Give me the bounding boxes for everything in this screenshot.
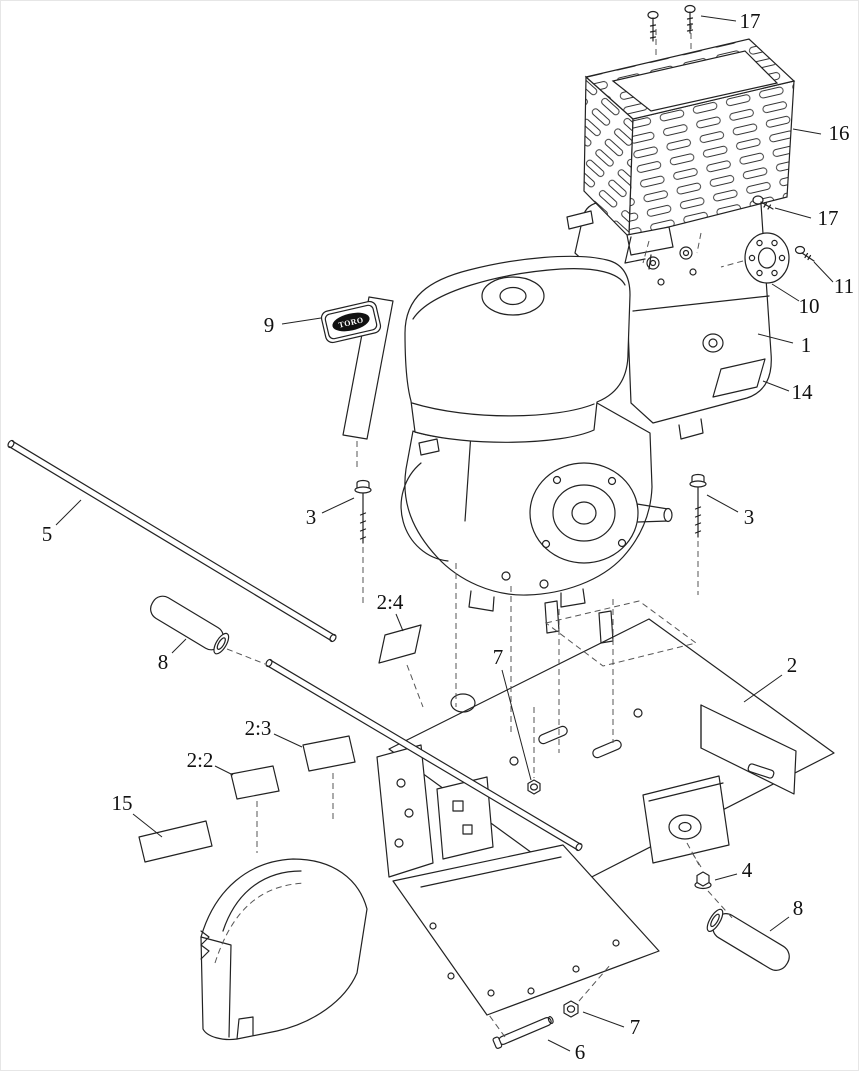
callout-15: 15	[112, 791, 133, 815]
mount-bolt-right	[689, 473, 707, 538]
crank-face	[529, 462, 639, 564]
callout-leader-lines	[55, 15, 834, 1052]
decal-15	[138, 820, 213, 863]
debris-screen	[583, 38, 796, 270]
callout-8-right: 8	[793, 896, 804, 920]
callout-8-left: 8	[158, 650, 169, 674]
flange-nut	[694, 871, 712, 890]
callout-2-3: 2:3	[245, 716, 272, 740]
grip-right	[706, 908, 790, 971]
callout-11: 11	[834, 274, 854, 298]
callout-6: 6	[575, 1040, 586, 1064]
callout-labels: 17 16 17 11 10 1 14 9 3 3 5 8 2:4 7 2 2:…	[42, 9, 854, 1064]
callout-4: 4	[742, 858, 753, 882]
mount-bolt-left	[354, 479, 372, 544]
callout-1: 1	[801, 333, 812, 357]
callout-3-left: 3	[306, 505, 317, 529]
output-flange	[744, 232, 790, 284]
callout-16: 16	[829, 121, 850, 145]
frame	[376, 618, 835, 886]
decal-14	[712, 358, 766, 398]
decal-2-3	[302, 735, 356, 772]
callout-17-top: 17	[740, 9, 761, 33]
decal-backing-9	[342, 296, 394, 440]
callout-2-2: 2:2	[187, 748, 214, 772]
callout-5: 5	[42, 522, 53, 546]
callout-2-4: 2:4	[377, 590, 404, 614]
callout-9: 9	[264, 313, 275, 337]
callout-3-right: 3	[744, 505, 755, 529]
grip-left	[150, 595, 230, 655]
fuel-tank	[404, 255, 631, 443]
engine	[400, 188, 815, 644]
callout-2: 2	[787, 653, 798, 677]
small-bolt-11	[794, 245, 815, 262]
crankshaft	[636, 503, 673, 523]
lock-nut-lower	[563, 1000, 579, 1018]
callout-10: 10	[799, 294, 820, 318]
fender	[200, 858, 368, 1041]
assembly-guide-lines	[214, 23, 744, 1038]
callout-17-side: 17	[818, 206, 839, 230]
screen-screws-top	[647, 4, 696, 42]
fuel-cap	[481, 276, 545, 316]
callout-7-lower: 7	[630, 1015, 641, 1039]
handle-tube-lower	[265, 658, 583, 852]
callout-7-upper: 7	[493, 645, 504, 669]
decal-2-4	[378, 624, 422, 664]
brand-decal: TORO	[320, 300, 382, 344]
callout-14: 14	[792, 380, 814, 404]
screen-screw-side	[752, 195, 774, 210]
lock-nut-upper	[527, 779, 541, 795]
lower-plate	[392, 844, 660, 1016]
clevis-pin	[492, 1016, 554, 1049]
decal-2-2	[230, 765, 280, 800]
handle-tube	[7, 439, 337, 643]
